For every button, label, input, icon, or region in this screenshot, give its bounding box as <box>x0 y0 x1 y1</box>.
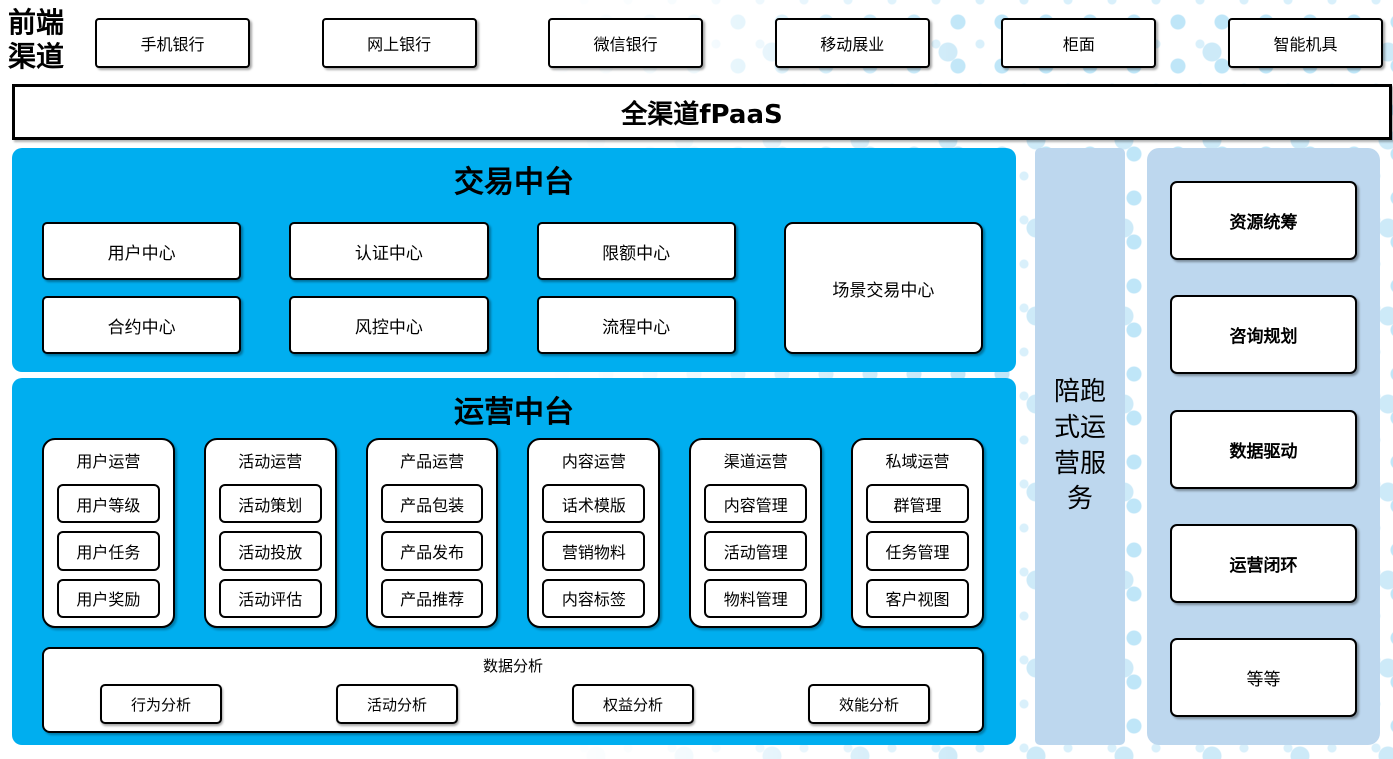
channel-row: 手机银行 网上银行 微信银行 移动展业 柜面 智能机具 <box>95 18 1383 68</box>
op-item: 用户奖励 <box>57 578 160 618</box>
fpaas-banner: 全渠道fPaaS <box>12 84 1392 140</box>
group-title: 用户运营 <box>76 452 141 471</box>
op-item: 活动策划 <box>218 484 322 524</box>
data-analysis-row: 行为分析 活动分析 权益分析 效能分析 <box>44 676 982 724</box>
group-title: 私域运营 <box>885 452 950 471</box>
box-efficiency-analysis: 效能分析 <box>808 684 930 724</box>
group-title: 内容运营 <box>561 452 626 471</box>
box-consulting-planning: 咨询规划 <box>1170 295 1357 375</box>
group-content-operations: 内容运营 话术模版 营销物料 内容标签 <box>527 438 661 628</box>
channel-box-wechat-banking: 微信银行 <box>548 18 704 68</box>
box-process-center: 流程中心 <box>536 296 736 354</box>
box-resource-coordination: 资源统筹 <box>1170 181 1357 260</box>
box-behavior-analysis: 行为分析 <box>100 684 222 724</box>
group-channel-operations: 渠道运营 内容管理 活动管理 物料管理 <box>689 438 823 628</box>
operations-groups-row: 用户运营 用户等级 用户任务 用户奖励 活动运营 活动策划 活动投放 活动评估 … <box>42 438 984 628</box>
transaction-column: 用户中心 合约中心 <box>42 222 242 354</box>
accompanying-operation-service-label: 陪跑式运营服务 <box>1053 376 1106 515</box>
group-campaign-operations: 活动运营 活动策划 活动投放 活动评估 <box>203 438 337 628</box>
channel-box-mobile-banking: 手机银行 <box>95 18 250 68</box>
op-item: 物料管理 <box>704 578 808 618</box>
channel-box-online-banking: 网上银行 <box>321 18 477 68</box>
op-item: 用户等级 <box>57 484 160 524</box>
op-item: 用户任务 <box>57 531 160 571</box>
box-benefit-analysis: 权益分析 <box>572 684 694 724</box>
op-item: 活动管理 <box>704 531 808 571</box>
data-analysis-title: 数据分析 <box>482 657 543 675</box>
op-item: 任务管理 <box>866 531 969 571</box>
op-item: 内容管理 <box>704 484 808 524</box>
op-item: 产品包装 <box>380 484 484 524</box>
transaction-column: 场景交易中心 <box>783 222 983 354</box>
group-product-operations: 产品运营 产品包装 产品发布 产品推荐 <box>365 438 499 628</box>
box-risk-center: 风控中心 <box>289 296 489 354</box>
box-contract-center: 合约中心 <box>42 296 242 354</box>
accompanying-operation-service-band: 陪跑式运营服务 <box>1035 148 1125 745</box>
box-auth-center: 认证中心 <box>289 222 489 280</box>
service-capability-panel: 资源统筹 咨询规划 数据驱动 运营闭环 等等 <box>1147 148 1380 745</box>
box-limit-center: 限额中心 <box>536 222 736 280</box>
box-user-center: 用户中心 <box>42 222 242 280</box>
group-title: 活动运营 <box>238 452 303 471</box>
channel-box-smart-devices: 智能机具 <box>1227 18 1383 68</box>
group-title: 渠道运营 <box>723 452 788 471</box>
group-user-operations: 用户运营 用户等级 用户任务 用户奖励 <box>42 438 175 628</box>
data-analysis-box: 数据分析 行为分析 活动分析 权益分析 效能分析 <box>42 647 984 733</box>
transaction-platform-panel: 交易中台 用户中心 合约中心 认证中心 风控中心 限额中心 流程中心 场景交易中… <box>12 148 1016 372</box>
group-private-domain-operations: 私域运营 群管理 任务管理 客户视图 <box>851 438 984 628</box>
box-operation-closed-loop: 运营闭环 <box>1170 523 1357 603</box>
op-item: 活动评估 <box>218 578 322 618</box>
transaction-grid: 用户中心 合约中心 认证中心 风控中心 限额中心 流程中心 场景交易中心 <box>42 222 983 354</box>
op-item: 产品推荐 <box>380 578 484 618</box>
op-item: 话术模版 <box>542 484 646 524</box>
operations-platform-title: 运营中台 <box>454 395 574 430</box>
box-etc: 等等 <box>1170 638 1357 717</box>
box-scenario-transaction-center: 场景交易中心 <box>783 222 983 354</box>
op-item: 活动投放 <box>218 531 322 571</box>
transaction-column: 限额中心 流程中心 <box>536 222 736 354</box>
op-item: 产品发布 <box>380 531 484 571</box>
group-title: 产品运营 <box>400 452 465 471</box>
transaction-platform-title: 交易中台 <box>454 165 574 200</box>
op-item: 客户视图 <box>866 578 969 618</box>
channel-box-counter: 柜面 <box>1001 18 1157 68</box>
op-item: 群管理 <box>866 484 969 524</box>
op-item: 营销物料 <box>542 531 646 571</box>
operations-platform-panel: 运营中台 用户运营 用户等级 用户任务 用户奖励 活动运营 活动策划 活动投放 … <box>12 378 1016 745</box>
channel-box-mobile-marketing: 移动展业 <box>774 18 930 68</box>
box-campaign-analysis: 活动分析 <box>336 684 458 724</box>
op-item: 内容标签 <box>542 578 646 618</box>
frontend-channels-label: 前端渠道 <box>8 6 65 74</box>
transaction-column: 认证中心 风控中心 <box>289 222 489 354</box>
box-data-driven: 数据驱动 <box>1170 409 1357 489</box>
